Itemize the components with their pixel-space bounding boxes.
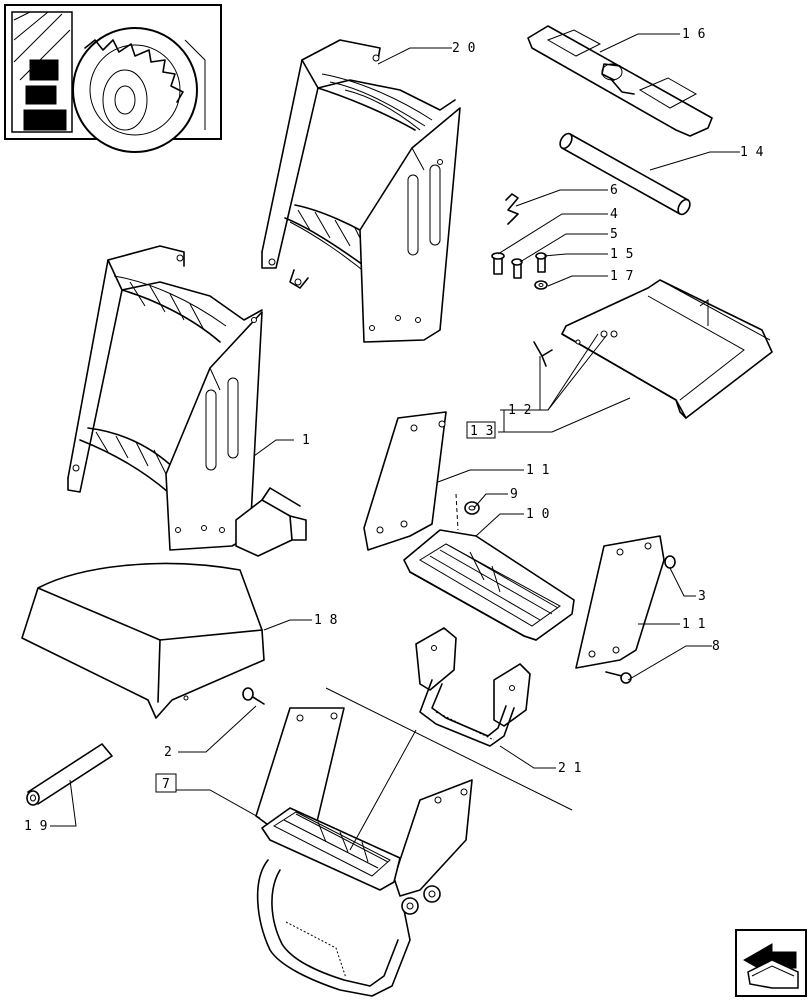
- nut-9: [455, 493, 480, 531]
- callout-4: 4: [610, 207, 618, 222]
- callout-11-right: 1 1: [682, 617, 705, 632]
- callout-10: 1 0: [526, 507, 549, 522]
- callout-15: 1 5: [610, 247, 633, 262]
- callout-labels: 2 0 1 6 1 4 6 4 5 1 5 1 7 1 2 1 3 1 1 1 …: [24, 27, 764, 834]
- callout-2: 2: [164, 745, 172, 760]
- bolt-5: [511, 258, 523, 279]
- callout-13-box: [466, 421, 496, 439]
- callout-12: 1 2: [508, 403, 531, 418]
- callout-1: 1: [302, 433, 310, 448]
- tractor-wheel-thumbnail: [4, 4, 222, 153]
- cover-18: [21, 562, 265, 719]
- callout-7-box: [155, 773, 177, 793]
- callout-20: 2 0: [452, 41, 475, 56]
- reference-lines: [325, 687, 573, 851]
- callout-19: 1 9: [24, 819, 47, 834]
- callout-11-upper: 1 1: [526, 463, 549, 478]
- step-tread-10: [403, 529, 575, 641]
- next-page-arrow-icon[interactable]: [735, 929, 807, 997]
- washer-17: [534, 280, 548, 290]
- rod-14: [559, 132, 691, 216]
- tray-12: [533, 279, 773, 419]
- hook-plate-16: [527, 25, 713, 137]
- callout-3: 3: [698, 589, 706, 604]
- side-plate-11-right: [575, 535, 665, 669]
- callout-9: 9: [510, 487, 518, 502]
- step-ladder-20: [261, 39, 461, 343]
- callout-7: 7: [162, 777, 170, 792]
- tube-19: [26, 743, 113, 806]
- callout-8: 8: [712, 639, 720, 654]
- step-assembly-7: [255, 707, 473, 997]
- side-plate-11-upper: [363, 411, 447, 551]
- callout-13: 1 3: [470, 424, 493, 439]
- step-ladder-1: [67, 245, 307, 557]
- callout-5: 5: [610, 227, 618, 242]
- callout-16: 1 6: [682, 27, 705, 42]
- callout-18: 1 8: [314, 613, 337, 628]
- bolt-8: [605, 671, 632, 684]
- clip-6: [505, 193, 519, 225]
- handle-21: [415, 627, 531, 747]
- callout-14: 1 4: [740, 145, 764, 160]
- callout-21: 2 1: [558, 761, 581, 776]
- bolt-4: [491, 252, 505, 275]
- washer-3: [664, 555, 676, 569]
- leader-lines: [50, 33, 740, 827]
- callout-6: 6: [610, 183, 618, 198]
- bolt-2: [242, 687, 265, 705]
- callout-17: 1 7: [610, 269, 633, 284]
